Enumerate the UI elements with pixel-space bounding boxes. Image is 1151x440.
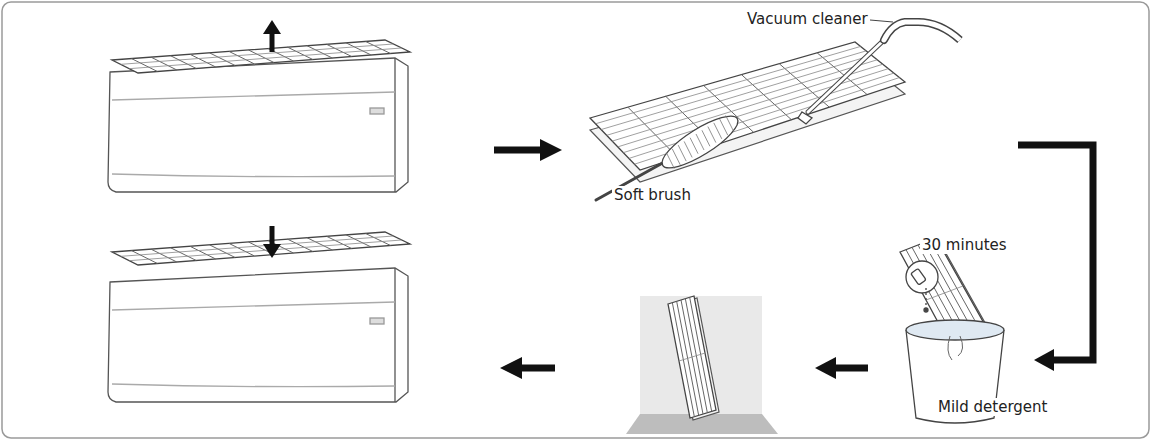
vacuum-cleaner: [798, 22, 960, 124]
lift-arrow: [270, 32, 275, 52]
drying-area: [626, 296, 778, 434]
air-filter: [112, 232, 410, 265]
timer-and-detergent: [906, 261, 938, 312]
step-arrow: [500, 357, 555, 379]
leader-line: [626, 177, 638, 184]
part-label: Soft brush: [612, 186, 693, 204]
part-label: Vacuum cleaner: [745, 10, 870, 28]
part-label: 30 minutes: [920, 236, 1009, 254]
air-conditioner-top: [108, 58, 408, 192]
step-arrow: [815, 357, 868, 379]
insert-arrow-head: [263, 244, 281, 258]
leader-line: [870, 20, 893, 22]
air-filter: [112, 40, 410, 73]
lift-arrow-head: [263, 20, 281, 34]
step-arrow: [1018, 145, 1093, 371]
air-conditioner-bottom: [108, 268, 408, 402]
air-filter: [668, 296, 719, 420]
step-arrow: [494, 139, 562, 161]
part-label: Mild detergent: [936, 398, 1049, 416]
insert-arrow: [270, 226, 275, 246]
